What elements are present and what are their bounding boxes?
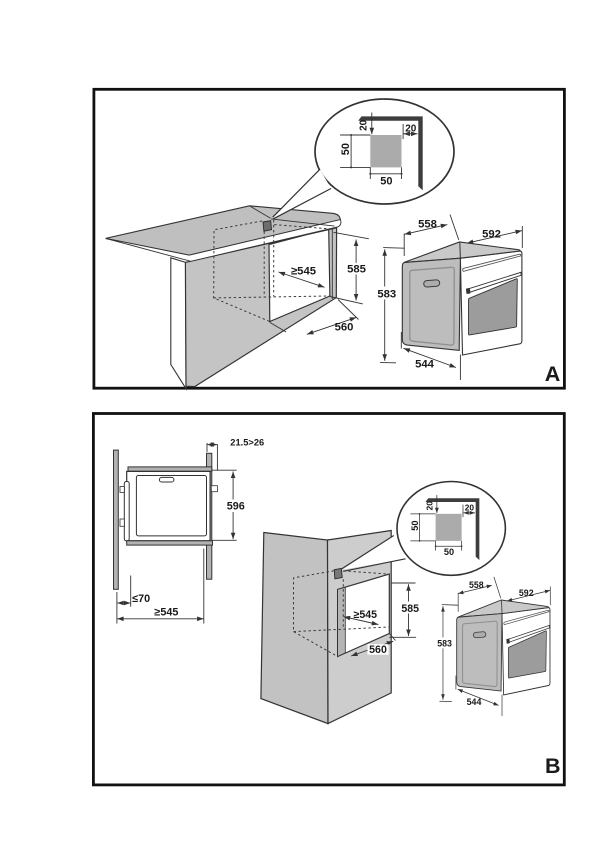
svg-text:596: 596: [227, 500, 245, 512]
svg-text:≥545: ≥545: [291, 266, 316, 278]
svg-text:560: 560: [335, 322, 354, 334]
svg-text:A: A: [545, 362, 561, 386]
svg-text:≤70: ≤70: [132, 593, 150, 605]
svg-text:560: 560: [369, 644, 387, 656]
svg-text:585: 585: [401, 603, 419, 615]
svg-text:B: B: [545, 754, 561, 778]
svg-text:≥545: ≥545: [154, 607, 178, 619]
svg-text:21.5>26: 21.5>26: [230, 437, 264, 447]
svg-text:585: 585: [347, 263, 366, 275]
svg-text:≥545: ≥545: [354, 609, 378, 621]
